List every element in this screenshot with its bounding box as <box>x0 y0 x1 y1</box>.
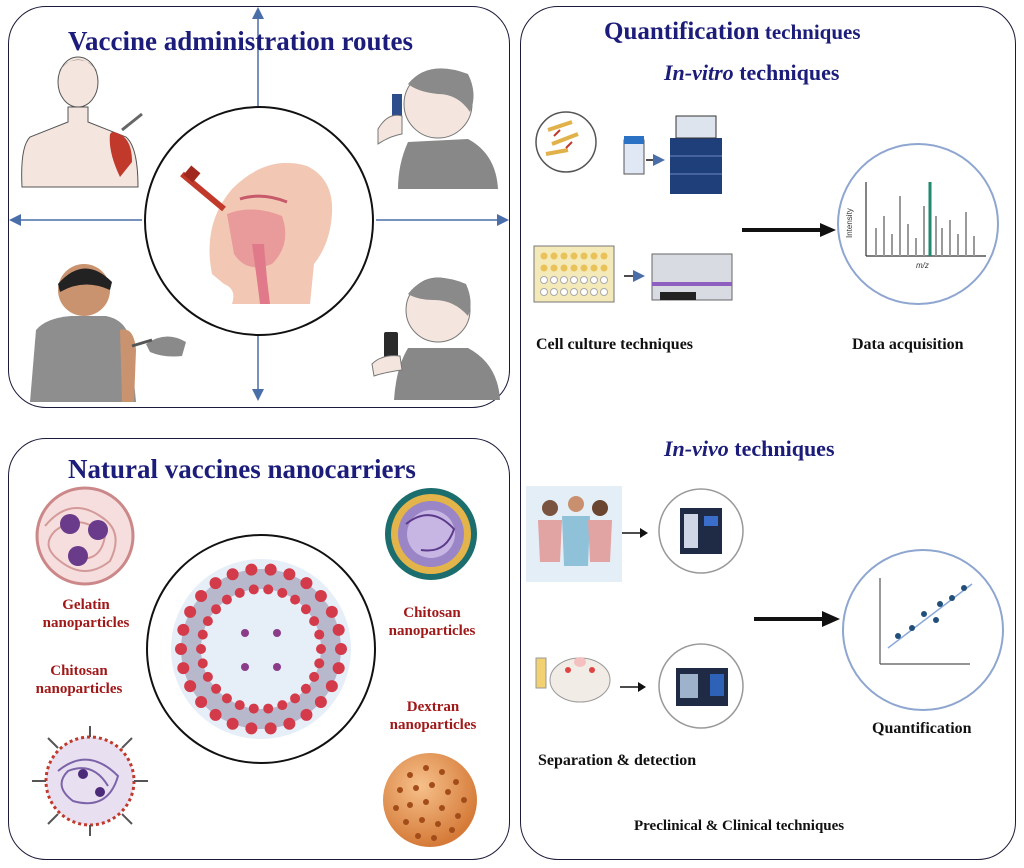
lipid-head <box>195 696 208 709</box>
nanocarriers-title: Natural vaccines nanocarriers <box>68 454 416 484</box>
patients-arrow <box>622 528 648 538</box>
lipid-head <box>300 683 311 694</box>
lipid-head <box>314 696 327 709</box>
lipid-head <box>335 643 347 655</box>
lipid-head <box>264 563 277 576</box>
chitosan-top-label: Chitosan nanoparticles <box>388 605 476 639</box>
lipid-head <box>283 568 296 581</box>
lipid-head <box>309 671 320 682</box>
intramuscular-injection-illustration <box>21 56 143 188</box>
lipid-head <box>283 717 296 730</box>
lipid-head <box>314 629 325 640</box>
lipid-head <box>300 604 311 615</box>
lcms-instrument-circle <box>658 488 744 574</box>
lipid-head <box>234 700 245 711</box>
lipid-head <box>184 680 197 693</box>
lipid-head <box>196 644 206 654</box>
lipid-head <box>325 605 338 618</box>
dextran-nanoparticle-illustration <box>383 753 477 847</box>
spectrum-ylabel: Intensity <box>845 208 854 238</box>
quantification-title: Quantification techniques <box>604 18 861 45</box>
detector-instrument-circle <box>658 643 744 729</box>
lipid-head <box>195 589 208 602</box>
lipid-head <box>197 658 208 669</box>
routes-title: Vaccine administration routes <box>68 26 414 56</box>
lipid-head <box>290 594 301 605</box>
lipid-head <box>263 703 274 714</box>
lipid-head <box>263 584 274 595</box>
lipid-head <box>314 589 327 602</box>
lipid-head <box>209 577 222 590</box>
lipid-head <box>309 616 320 627</box>
lipid-head <box>202 616 213 627</box>
lipid-head <box>209 708 222 721</box>
arm-injection-illustration <box>30 264 186 402</box>
invivo-arrow <box>754 611 840 627</box>
lipid-head <box>277 587 288 598</box>
lipid-head <box>248 584 259 595</box>
lipid-head <box>221 594 232 605</box>
lipid-head <box>221 693 232 704</box>
lipid-head <box>175 643 187 655</box>
lipid-head <box>332 662 345 675</box>
spectrum-xlabel: m/z <box>916 261 929 270</box>
animal-arrow <box>620 682 646 692</box>
invitro-heading: In-vitro techniques <box>664 60 840 85</box>
lipid-head <box>277 700 288 711</box>
spectrum-peaks <box>875 182 975 256</box>
lipid-head <box>245 563 258 576</box>
cell-culture-label: Cell culture techniques <box>536 336 694 353</box>
inhaler-illustration <box>377 68 498 189</box>
lipid-head <box>177 662 190 675</box>
invivo-heading: In-vivo techniques <box>664 436 835 461</box>
lipid-head <box>197 629 208 640</box>
calibration-plot-circle <box>842 549 1004 711</box>
lipid-head <box>316 644 326 654</box>
lipid-head <box>234 587 245 598</box>
gelatin-label: Gelatin nanoparticles <box>42 597 130 631</box>
chitosan-liposome-illustration <box>385 488 477 580</box>
lipid-head <box>264 722 277 735</box>
lipid-head <box>177 623 190 636</box>
gelatin-nanoparticle-illustration <box>35 486 135 586</box>
lipid-head <box>226 717 239 730</box>
intranasal-head-illustration <box>144 106 374 336</box>
lipid-head <box>300 708 313 721</box>
separation-detection-label: Separation & detection <box>538 752 697 769</box>
lipid-head <box>325 680 338 693</box>
lipid-head <box>248 703 259 714</box>
cell-culture-plate-reader-illustration <box>533 245 733 303</box>
invitro-sample-preparation-illustration <box>535 111 722 194</box>
chitosan-nanoparticle-illustration <box>32 726 148 836</box>
oral-spray-illustration <box>371 277 500 400</box>
lipid-head <box>211 604 222 615</box>
liposome-illustration <box>146 534 376 764</box>
preclinical-clinical-label: Preclinical & Clinical techniques <box>634 818 845 834</box>
mass-spectrum-circle: Intensity m/z <box>837 143 999 305</box>
lipid-head <box>211 683 222 694</box>
lipid-head <box>184 605 197 618</box>
liposome-lipid-heads <box>175 563 347 735</box>
lipid-head <box>202 671 213 682</box>
animal-model-illustration <box>535 657 611 703</box>
patients-illustration <box>526 486 622 582</box>
quantification-label: Quantification <box>872 720 972 737</box>
lipid-head <box>314 658 325 669</box>
invitro-arrow <box>742 223 836 237</box>
chitosan-left-label: Chitosan nanoparticles <box>35 663 123 697</box>
lipid-head <box>290 693 301 704</box>
lipid-head <box>226 568 239 581</box>
lipid-head <box>245 722 258 735</box>
lipid-head <box>300 577 313 590</box>
data-acquisition-label: Data acquisition <box>852 336 964 353</box>
dextran-label: Dextran nanoparticles <box>389 699 477 733</box>
lipid-head <box>332 623 345 636</box>
